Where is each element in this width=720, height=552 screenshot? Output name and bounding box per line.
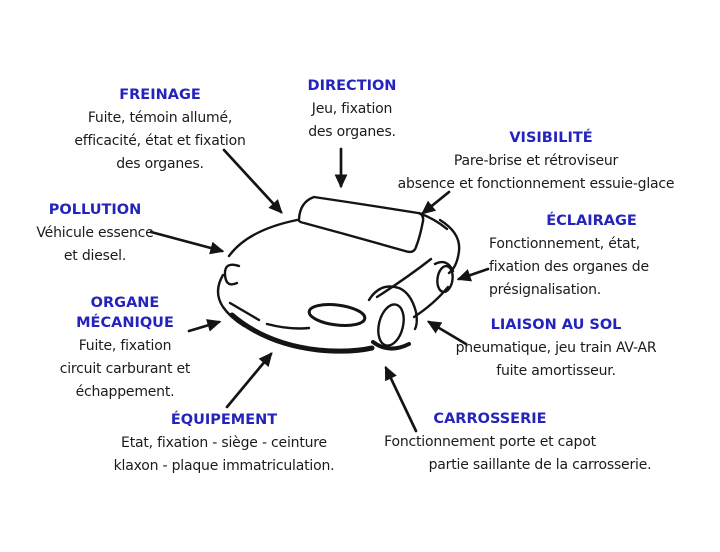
car-front-arch: [367, 285, 418, 331]
car-front-wheel-base: [371, 340, 411, 351]
arrow-organe-mecanique: [187, 319, 222, 333]
car-hood-line: [227, 218, 299, 258]
label-freinage-line: Fuite, témoin allumé,: [87, 110, 233, 126]
label-organe-mecanique-title: ORGANE MÉCANIQUE: [76, 295, 174, 331]
label-liaison-au-sol-title: LIAISON AU SOL: [490, 317, 622, 333]
car-door-crease: [375, 257, 433, 299]
label-organe-mecanique-line: échappement.: [75, 384, 175, 400]
arrow-carrosserie: [384, 365, 418, 433]
arrow-pollution: [149, 230, 225, 255]
label-liaison-au-sol-line: fuite amortisseur.: [496, 363, 616, 379]
label-direction: DIRECTION Jeu, fixation des organes.: [287, 76, 417, 144]
label-carrosserie-line: Fonctionnement porte et capot: [384, 434, 596, 450]
label-pollution-line: Véhicule essence: [36, 225, 154, 241]
arrow-equipement: [225, 352, 273, 409]
label-organe-mecanique-line: circuit carburant et: [59, 361, 191, 377]
car-sill: [412, 285, 450, 319]
car-headlight: [223, 263, 241, 286]
label-carrosserie: CARROSSERIE Fonctionnement porte et capo…: [374, 409, 651, 477]
label-carrosserie-title: CARROSSERIE: [433, 411, 547, 427]
arrow-eclairage: [456, 267, 490, 282]
car-bumper-detail: [228, 301, 261, 322]
label-eclairage-line: Fonctionnement, état,: [489, 236, 640, 252]
car-grille: [307, 303, 367, 327]
label-visibilite-title: VISIBILITÉ: [509, 130, 593, 146]
car-front-wheel: [377, 303, 405, 347]
label-eclairage-line: présignalisation.: [489, 282, 601, 298]
label-freinage-line: des organes.: [116, 156, 204, 172]
label-liaison-au-sol: LIAISON AU SOL pneumatique, jeu train AV…: [449, 315, 663, 383]
car-windshield: [297, 195, 425, 254]
label-organe-mecanique-line: Fuite, fixation: [78, 338, 172, 354]
label-direction-line: des organes.: [308, 124, 396, 140]
label-equipement-title: ÉQUIPEMENT: [170, 412, 278, 428]
label-eclairage-title: ÉCLAIRAGE: [546, 213, 637, 229]
label-organe-mecanique: ORGANE MÉCANIQUE Fuite, fixation circuit…: [40, 293, 210, 404]
arrow-freinage: [222, 148, 283, 214]
label-liaison-au-sol-line: pneumatique, jeu train AV-AR: [455, 340, 657, 356]
label-equipement-line: Etat, fixation - siège - ceinture: [121, 435, 327, 451]
label-visibilite: VISIBILITÉ Pare-brise et rétroviseur abs…: [394, 128, 678, 196]
arrow-liaison-au-sol: [426, 320, 468, 346]
label-freinage: FREINAGE Fuite, témoin allumé, efficacit…: [30, 85, 290, 176]
label-eclairage-line: fixation des organes de: [489, 259, 649, 275]
label-visibilite-line: Pare-brise et rétroviseur: [453, 153, 619, 169]
label-visibilite-line: absence et fonctionnement essuie-glace: [397, 176, 675, 192]
label-freinage-title: FREINAGE: [119, 87, 201, 103]
label-direction-title: DIRECTION: [307, 78, 397, 94]
car-lower-body: [229, 312, 375, 354]
label-carrosserie-line: partie saillante de la carrosserie.: [428, 457, 652, 473]
arrow-visibilite: [421, 190, 451, 215]
label-eclairage: ÉCLAIRAGE Fonctionnement, état, fixation…: [489, 211, 674, 302]
label-equipement-line: klaxon - plaque immatriculation.: [113, 458, 335, 474]
label-freinage-line: efficacité, état et fixation: [74, 133, 246, 149]
label-direction-line: Jeu, fixation: [311, 101, 393, 117]
label-equipement: ÉQUIPEMENT Etat, fixation - siège - cein…: [95, 410, 353, 478]
label-pollution-line: et diesel.: [63, 248, 127, 264]
car-sketch: [216, 195, 461, 354]
car-bumper-detail-2: [265, 322, 311, 330]
label-pollution-title: POLLUTION: [48, 202, 142, 218]
label-pollution: POLLUTION Véhicule essence et diesel.: [20, 200, 170, 268]
